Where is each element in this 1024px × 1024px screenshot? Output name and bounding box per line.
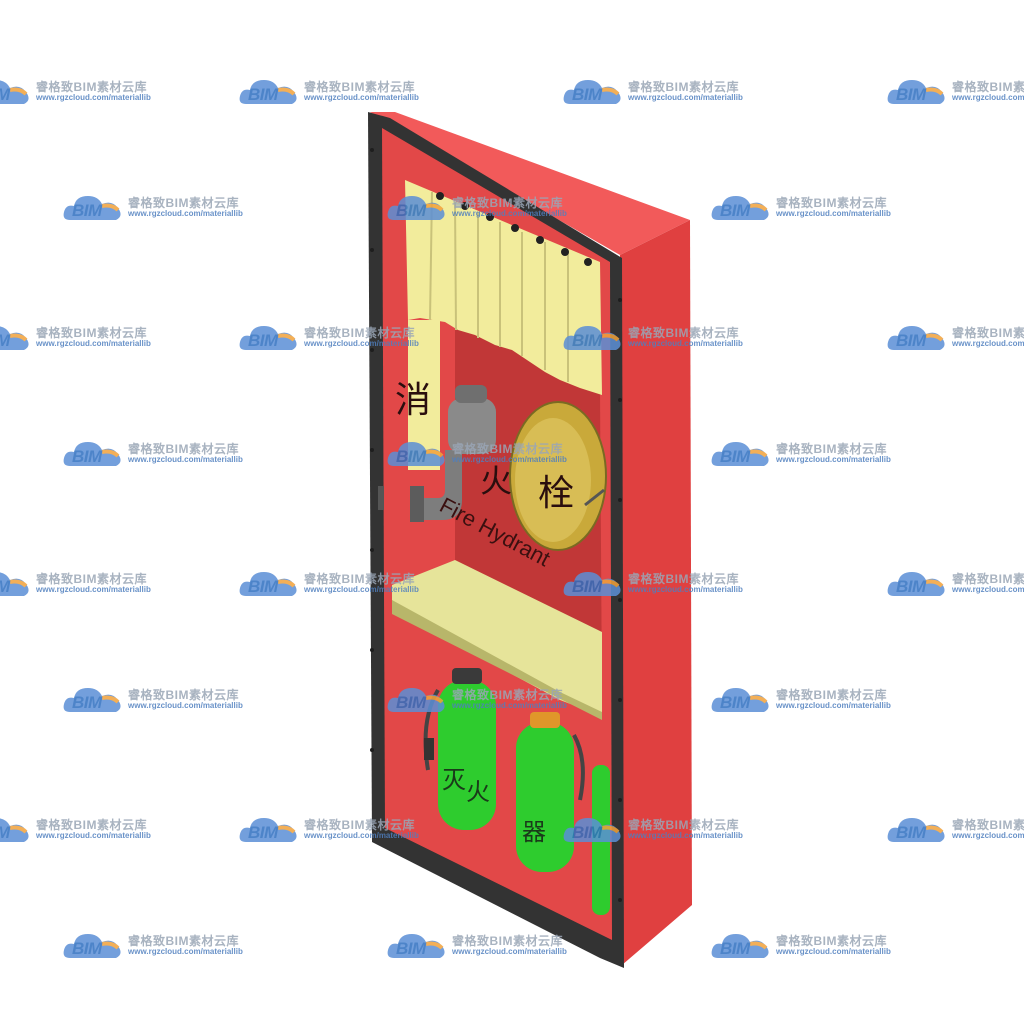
frame-rivets [370, 148, 622, 902]
cabinet-top-face [370, 112, 690, 255]
fire-extinguisher-3 [592, 765, 610, 915]
sign-char-3: 栓 [538, 473, 574, 514]
sign-char-2: 火 [480, 462, 512, 500]
sign-char-1: 消 [395, 380, 431, 421]
shelf [392, 560, 602, 716]
extinguisher-char-3: 器 [522, 818, 546, 846]
hydrant-valve [410, 385, 496, 522]
door-hinge [378, 486, 384, 510]
hose-rack [405, 180, 602, 470]
extinguisher-char-1: 灭 [442, 766, 466, 794]
shelf-edge [392, 600, 602, 720]
hose-reel [509, 401, 607, 551]
cabinet-side-face [620, 220, 692, 965]
extinguisher-char-2: 火 [466, 778, 490, 806]
fire-extinguisher-2 [516, 712, 585, 872]
